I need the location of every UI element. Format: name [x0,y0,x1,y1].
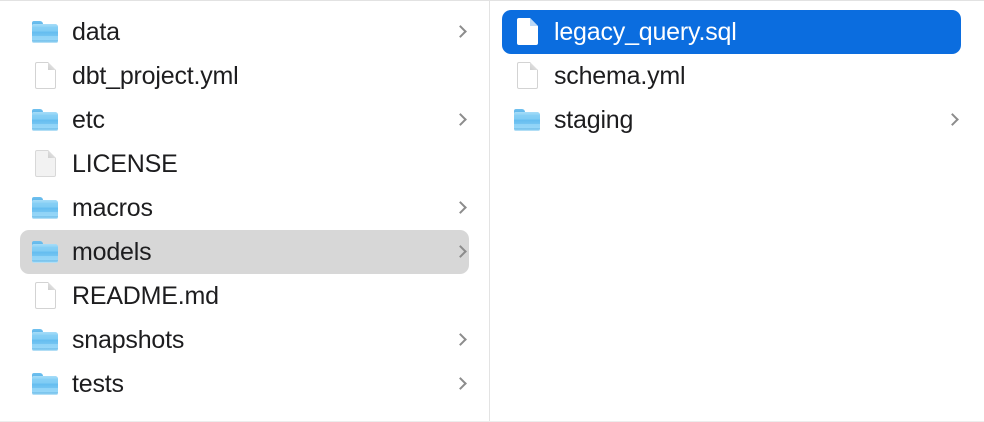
file-name-label: README.md [72,283,219,309]
folder-icon [30,193,60,223]
file-row[interactable]: models [20,230,469,274]
file-name-label: LICENSE [72,151,178,177]
folder-icon [30,105,60,135]
chevron-right-icon[interactable] [453,244,469,260]
file-name-label: data [72,19,120,45]
document-icon [512,17,542,47]
chevron-right-icon[interactable] [453,24,469,40]
document-icon [30,149,60,179]
chevron-right-icon[interactable] [453,112,469,128]
file-row[interactable]: dbt_project.yml [20,54,469,98]
file-row[interactable]: etc [20,98,469,142]
file-name-label: dbt_project.yml [72,63,239,89]
document-icon [30,281,60,311]
file-name-label: models [72,239,152,265]
chevron-right-icon[interactable] [453,332,469,348]
file-row[interactable]: macros [20,186,469,230]
file-name-label: schema.yml [554,63,686,89]
file-name-label: snapshots [72,327,185,353]
file-row[interactable]: data [20,10,469,54]
file-row[interactable]: schema.yml [502,54,961,98]
file-name-label: macros [72,195,153,221]
file-name-label: legacy_query.sql [554,19,737,45]
folder-icon [30,325,60,355]
file-row[interactable]: README.md [20,274,469,318]
folder-icon [30,237,60,267]
file-row[interactable]: LICENSE [20,142,469,186]
file-row[interactable]: snapshots [20,318,469,362]
file-row[interactable]: tests [20,362,469,406]
chevron-right-icon[interactable] [453,376,469,392]
file-name-label: tests [72,371,124,397]
file-row[interactable]: staging [502,98,961,142]
finder-column-child[interactable]: legacy_query.sql schema.yml staging [490,1,983,421]
document-icon [512,61,542,91]
file-name-label: staging [554,107,634,133]
folder-icon [30,17,60,47]
chevron-right-icon[interactable] [945,112,961,128]
document-icon [30,61,60,91]
chevron-right-icon[interactable] [453,200,469,216]
file-row[interactable]: legacy_query.sql [502,10,961,54]
file-name-label: etc [72,107,105,133]
folder-icon [30,369,60,399]
folder-icon [512,105,542,135]
